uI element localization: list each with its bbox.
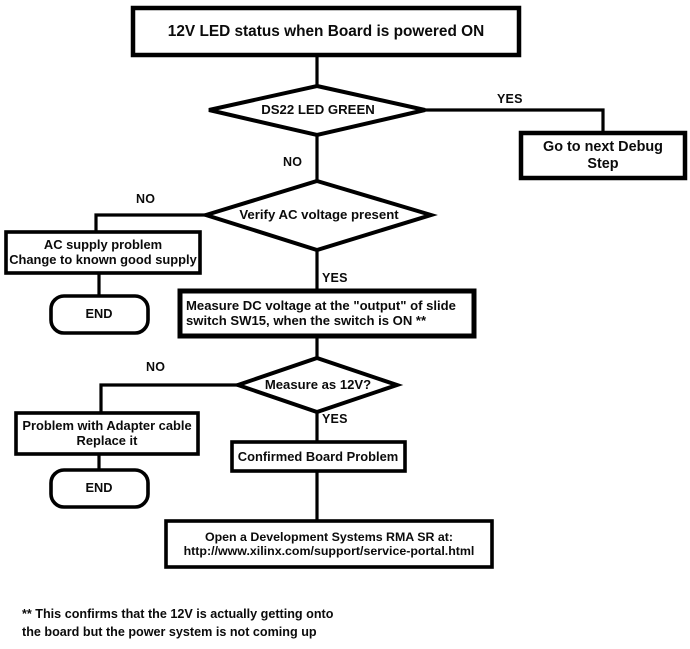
footnote-text: ** This confirms that the 12V is actuall… (22, 607, 334, 639)
edge-label-ac-yes: YES (322, 271, 348, 285)
edge-label-12v-yes: YES (322, 412, 348, 426)
node-title-box (130, 5, 522, 58)
node-measure-dc-voltage (177, 288, 477, 339)
node-rma-sr (164, 519, 494, 569)
node-decision-ds22 (208, 83, 426, 138)
node-ac-supply-problem (4, 230, 202, 275)
edge-label-ds22-yes: YES (497, 92, 523, 106)
connector-lines (94, 57, 605, 521)
connector-12v-no-to-adapter-problem (99, 383, 238, 413)
edge-label-ac-no: NO (136, 192, 156, 206)
node-next-debug-step (518, 130, 688, 181)
node-adapter-problem (14, 411, 200, 456)
edge-label-12v-no: NO (146, 360, 166, 374)
node-end-1 (49, 294, 150, 335)
connector-ac-no-to-supply-problem (94, 213, 206, 232)
edge-label-ds22-no: NO (283, 155, 303, 169)
node-decision-verify-ac (199, 178, 438, 253)
node-confirmed-board-problem (230, 440, 407, 473)
node-decision-measure-12v (231, 355, 404, 415)
node-end-2 (49, 468, 150, 509)
connector-ds22-yes-to-next-debug (425, 108, 605, 133)
